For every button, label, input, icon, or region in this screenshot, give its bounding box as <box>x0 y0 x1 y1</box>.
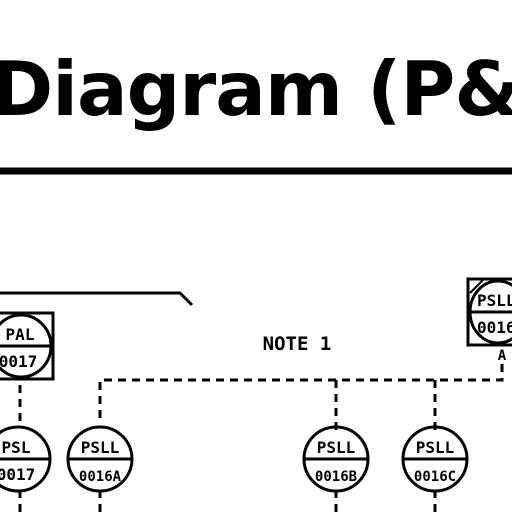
field-instrument-psll-0016b: PSLL 0016B <box>302 425 370 493</box>
signal-bus <box>98 362 504 418</box>
note-label: NOTE 1 <box>263 333 332 355</box>
page-title: Diagram (P& <box>0 45 512 133</box>
field-tag-bottom: 0016C <box>414 469 456 485</box>
field-instrument-psl-0017: PSL 0017 <box>0 425 52 493</box>
panel-tag-suffix: A <box>498 348 507 364</box>
field-tag-top: PSLL <box>317 438 356 457</box>
process-line <box>0 291 194 307</box>
field-tag-top: PSLL <box>416 438 455 457</box>
panel-tag-top: PSLL <box>477 291 512 310</box>
panel-instrument-psll-0016: PSLL 0016 A <box>466 277 512 364</box>
field-instrument-psll-0016c: PSLL 0016C <box>401 425 469 493</box>
field-tag-bottom: 0016B <box>315 469 357 485</box>
field-tag-top: PSL <box>2 438 31 457</box>
field-tag-bottom: 0017 <box>0 465 35 484</box>
field-tag-bottom: 0016A <box>79 469 122 485</box>
panel-tag-top: PAL <box>6 325 35 344</box>
panel-instrument-pal-0017: PAL 0017 <box>0 311 55 381</box>
field-tag-top: PSLL <box>81 438 120 457</box>
panel-tag-bottom: 0016 <box>477 318 512 337</box>
panel-tag-bottom: 0017 <box>0 352 37 371</box>
field-instrument-psll-0016a: PSLL 0016A <box>66 425 134 493</box>
